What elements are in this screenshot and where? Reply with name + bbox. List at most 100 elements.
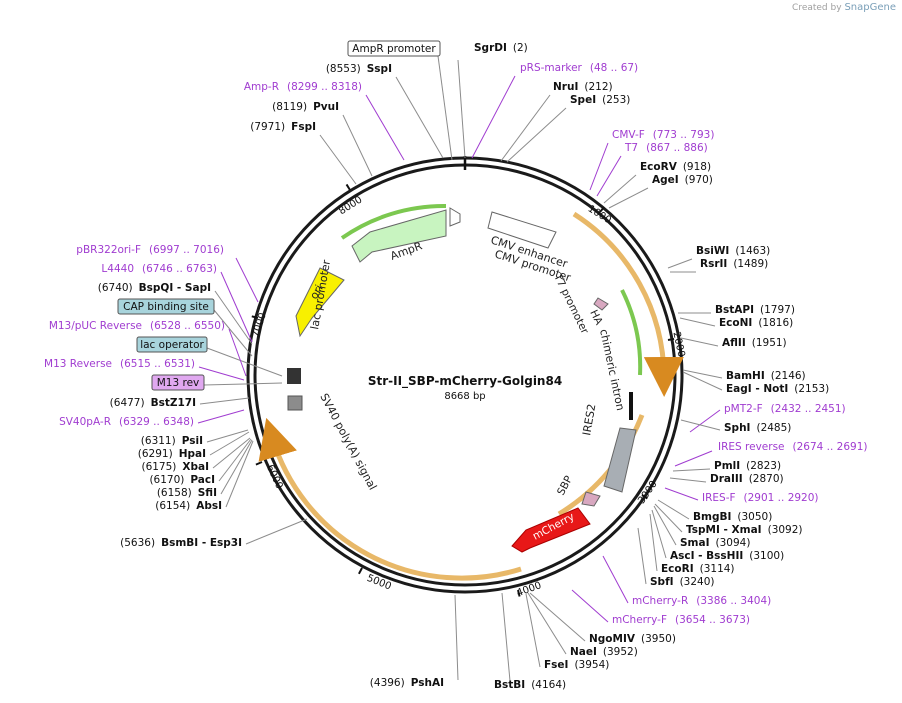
feature-intron-bar[interactable]: [629, 392, 633, 420]
site-bsiwi[interactable]: BsiWI(1463): [667, 245, 770, 269]
feature-arc-ampr-green[interactable]: [340, 203, 447, 240]
site-pbr322ori-f[interactable]: pBR322ori-F(6997 .. 7016): [76, 244, 259, 303]
site-psii[interactable]: (6311)PsiI: [141, 429, 249, 447]
site-aflii[interactable]: AflII(1951): [680, 337, 787, 349]
site-label: mCherry-R(3386 .. 3404): [632, 595, 771, 607]
primer-range: (6329 .. 6348): [119, 416, 194, 428]
site-t7[interactable]: T7(867 .. 886): [596, 142, 708, 197]
enzyme-name: PvuI: [313, 101, 339, 113]
site-nrui[interactable]: NruI(212): [500, 81, 613, 162]
site-amp-r[interactable]: Amp-R(8299 .. 8318): [244, 81, 405, 161]
site-xbai[interactable]: (6175)XbaI: [141, 437, 251, 473]
ring-tick-label: 7000: [250, 311, 268, 339]
enzyme-position: (3950): [641, 633, 676, 645]
enzyme-position: (6740): [98, 282, 133, 294]
enzyme-position: (1489): [733, 258, 768, 270]
feature-ampr-promoter-arrow[interactable]: [449, 207, 461, 227]
ring-tick: [358, 567, 363, 575]
site-econi[interactable]: EcoNI(1816): [679, 317, 793, 329]
leader-line: [218, 438, 252, 482]
site-paci[interactable]: (6170)PacI: [149, 438, 252, 486]
feature-cmv-arrow[interactable]: [487, 211, 557, 249]
primer-range: (3386 .. 3404): [696, 595, 771, 607]
feature-label-chimeric-intron: chimeric intron: [597, 328, 627, 412]
enzyme-position: (6291): [138, 448, 173, 460]
site-cmv-f[interactable]: CMV-F(773 .. 793): [589, 129, 714, 191]
site-sspi[interactable]: (8553)SspI: [326, 63, 444, 159]
site-cap-binding-site[interactable]: CAP binding site: [117, 298, 253, 357]
feature-arc-cmv-intron[interactable]: [572, 211, 684, 397]
feature-box: [151, 374, 205, 391]
site-naei[interactable]: NaeI(3952): [527, 592, 638, 658]
site-bsmbi-esp3i[interactable]: (5636)BsmBI - Esp3I: [120, 518, 308, 549]
feature-arc-sv40[interactable]: [258, 417, 522, 581]
site-sfii[interactable]: (6158)SfiI: [157, 439, 253, 499]
site-fspi[interactable]: (7971)FspI: [250, 121, 357, 185]
feature-ampr-arrow[interactable]: [351, 209, 447, 263]
site-smai[interactable]: SmaI(3094): [653, 505, 750, 549]
site-bspqi-sapi[interactable]: (6740)BspQI - SapI: [98, 282, 253, 345]
site-bstapi[interactable]: BstAPI(1797): [678, 304, 795, 316]
leader-line: [437, 55, 453, 161]
site-ampr-promoter[interactable]: AmpR promoter: [347, 40, 453, 161]
site-bamhi[interactable]: BamHI(2146): [682, 369, 806, 382]
enzyme-position: (8119): [272, 101, 307, 113]
enzyme-position: (212): [584, 81, 612, 93]
site-hpai[interactable]: (6291)HpaI: [138, 431, 250, 460]
site-ires-reverse[interactable]: IRES reverse(2674 .. 2691): [674, 441, 868, 467]
feature-arc-intron-green[interactable]: [620, 289, 643, 376]
site-sbfi[interactable]: SbfI(3240): [637, 527, 714, 588]
feature-label-sv40-poly-a-signal: SV40 poly(A) signal: [317, 391, 379, 492]
site-fsei[interactable]: FseI(3954): [525, 593, 609, 671]
site-l4440[interactable]: L4440(6746 .. 6763): [101, 263, 253, 343]
site-draiii[interactable]: DraIII(2870): [669, 473, 784, 485]
site-pmli[interactable]: PmlI(2823): [672, 460, 781, 472]
enzyme-name: SmaI: [680, 537, 710, 549]
site-rsrii[interactable]: RsrII(1489): [670, 258, 768, 273]
feature-cap-glyph[interactable]: [287, 395, 303, 411]
site-pvui[interactable]: (8119) PvuI: [272, 101, 373, 177]
site-ecorv[interactable]: EcoRV(918): [603, 161, 711, 204]
leader-line: [667, 258, 693, 269]
enzyme-name: SgrDI: [474, 42, 507, 54]
site-mcherry-r[interactable]: mCherry-R(3386 .. 3404): [602, 555, 771, 607]
site-mcherry-f[interactable]: mCherry-F(3654 .. 3673): [571, 589, 750, 626]
feature-lac-operator-glyph[interactable]: [287, 368, 301, 384]
feature-mcherry-arrow[interactable]: [511, 507, 591, 553]
ring-tick: [255, 461, 263, 466]
feature-ires2-arrow[interactable]: [603, 427, 637, 493]
site-ires-f[interactable]: IRES-F(2901 .. 2920): [664, 487, 819, 504]
site-m13-puc-reverse[interactable]: M13/pUC Reverse(6528 .. 6550): [49, 320, 247, 377]
site-label: pMT2-F(2432 .. 2451): [724, 403, 846, 415]
site-tspmi-xmai[interactable]: TspMI - XmaI(3092): [654, 503, 803, 536]
site-m13-rev[interactable]: M13 rev: [151, 374, 283, 391]
site-bstz17i[interactable]: (6477)BstZ17I: [110, 397, 250, 409]
feature-sbp-arrow[interactable]: [581, 491, 601, 507]
enzyme-name: NaeI: [570, 646, 597, 658]
site-prs-marker[interactable]: pRS-marker(48 .. 67): [471, 62, 638, 159]
site-asci-bsshii[interactable]: AscI - BssHII(3100): [651, 509, 784, 562]
feature-ori-arrow[interactable]: [295, 267, 345, 338]
site-sphi[interactable]: SphI(2485): [680, 419, 791, 434]
site-sgrdi[interactable]: SgrDI(2): [457, 42, 528, 159]
site-lac-operator[interactable]: lac operator: [136, 336, 283, 377]
site-absi[interactable]: (6154)AbsI: [155, 440, 254, 512]
site-ngomiv[interactable]: NgoMIV(3950): [529, 592, 676, 645]
site-sv40pa-r[interactable]: SV40pA-R(6329 .. 6348): [59, 409, 245, 428]
primer-name: pMT2-F: [724, 403, 763, 415]
site-spei[interactable]: SpeI(253): [506, 94, 630, 163]
site-pshai[interactable]: (4396)PshAI: [370, 594, 459, 689]
site-label: TspMI - XmaI(3092): [686, 524, 803, 536]
feature-label-ires2: IRES2: [580, 403, 598, 437]
site-eagi-noti[interactable]: EagI - NotI(2153): [682, 371, 829, 395]
primer-name: pRS-marker: [520, 62, 583, 74]
site-bstbi[interactable]: BstBI(4164): [494, 592, 566, 691]
site-label: DraIII(2870): [710, 473, 784, 485]
site-bmgbi[interactable]: BmgBI(3050): [657, 499, 772, 523]
feature-ha-glyph[interactable]: [593, 297, 609, 311]
enzyme-name: SphI: [724, 422, 750, 434]
site-agei[interactable]: AgeI(970): [608, 174, 713, 209]
site-m13-reverse[interactable]: M13 Reverse(6515 .. 6531): [44, 358, 245, 381]
site-ecori[interactable]: EcoRI(3114): [649, 513, 735, 575]
site-pmt2-f[interactable]: pMT2-F(2432 .. 2451): [689, 403, 846, 433]
